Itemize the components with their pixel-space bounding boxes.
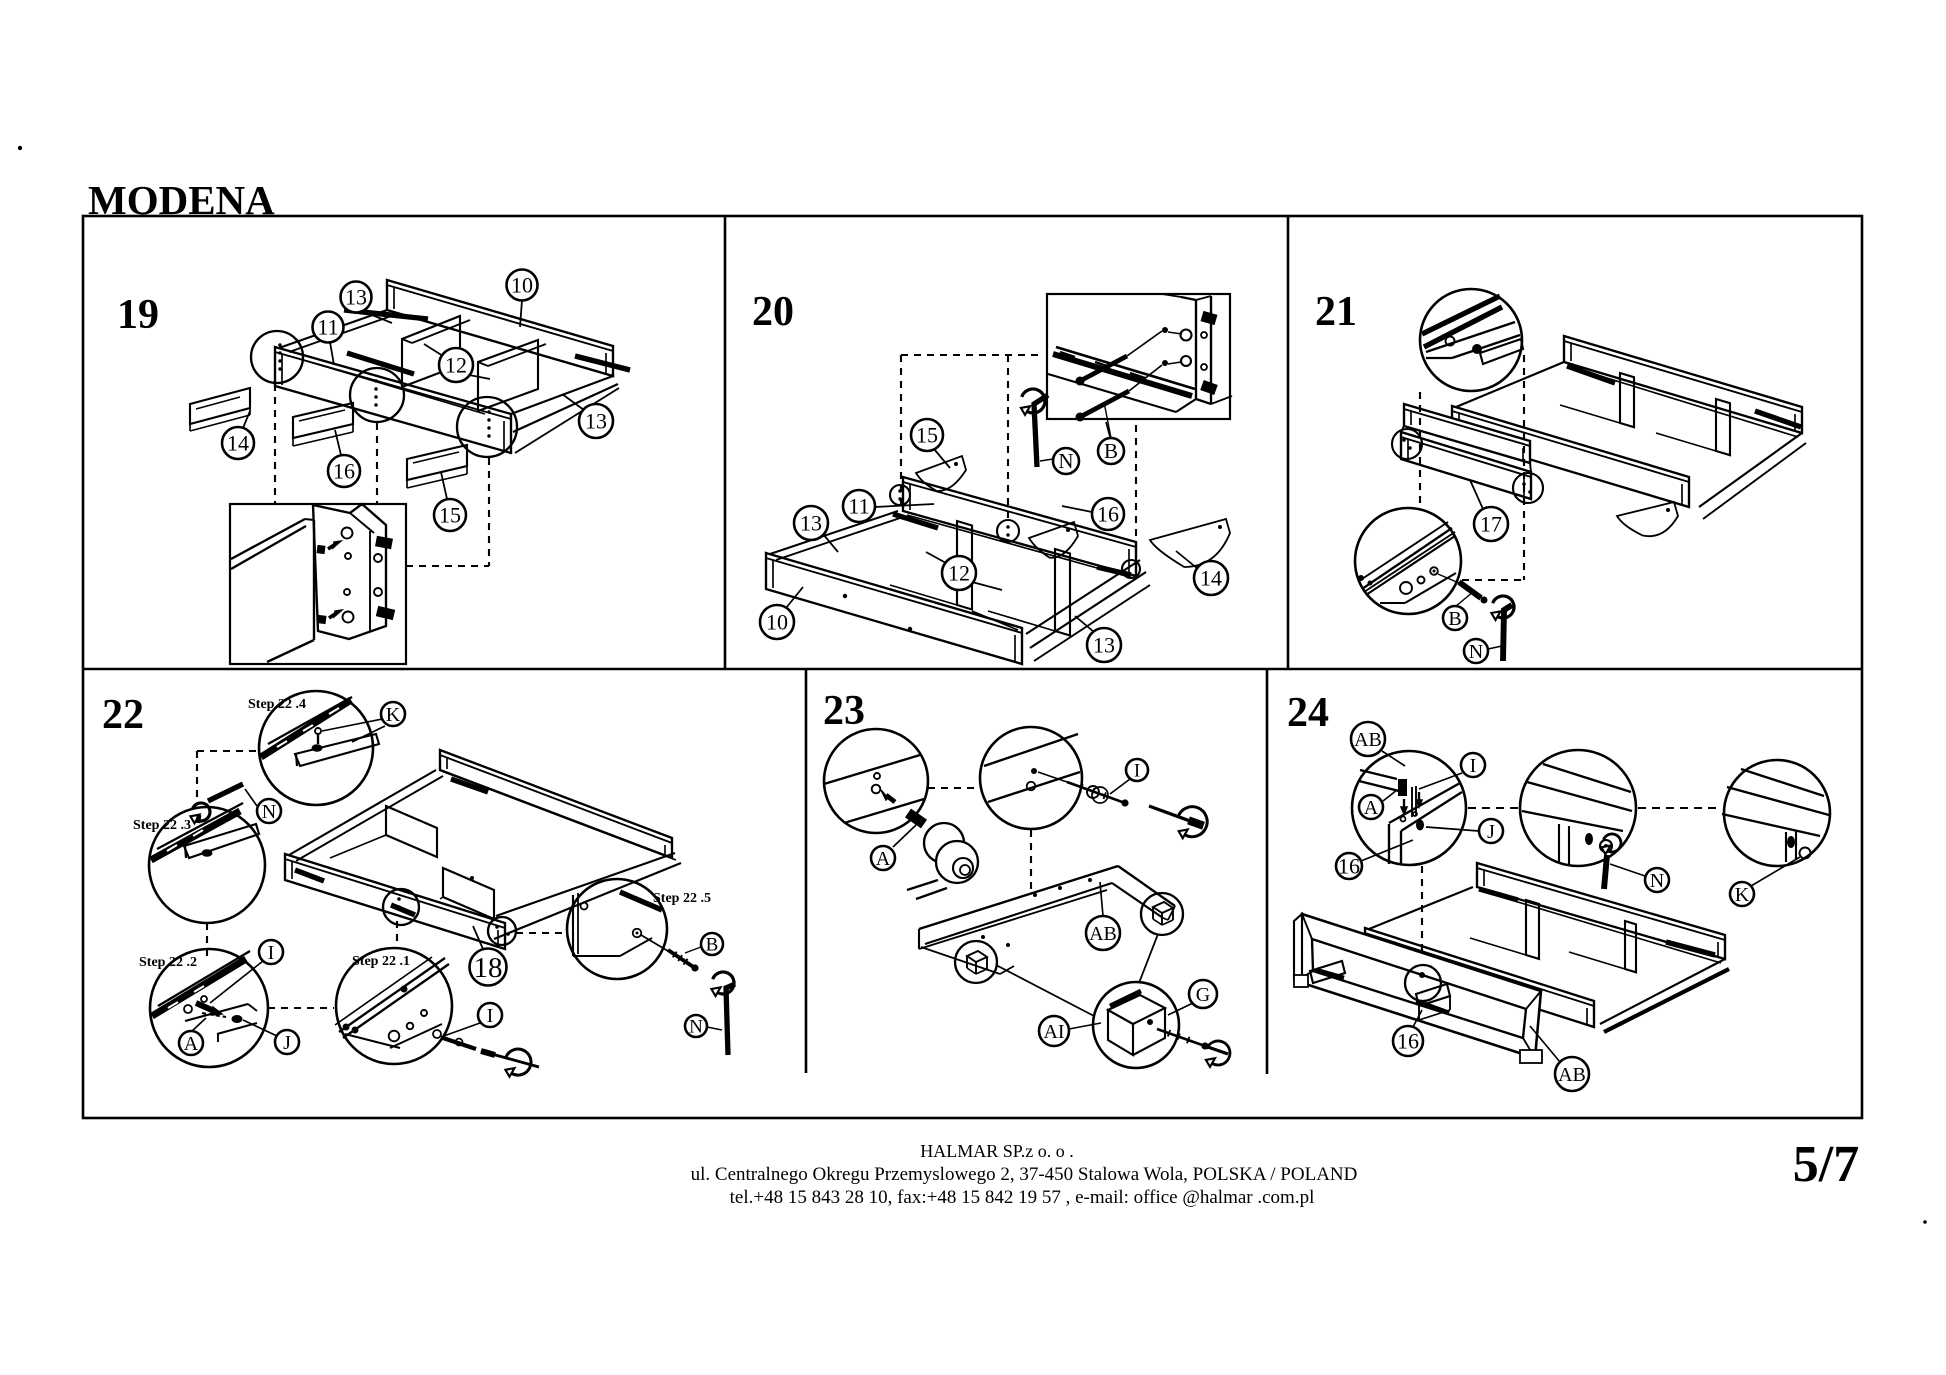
svg-text:I: I (268, 942, 275, 964)
svg-text:16: 16 (1397, 1029, 1419, 1054)
svg-text:N: N (1650, 870, 1664, 892)
svg-text:Step 22 .3: Step 22 .3 (133, 818, 191, 833)
svg-text:12: 12 (445, 353, 467, 378)
svg-text:10: 10 (511, 273, 533, 298)
svg-text:K: K (386, 704, 401, 726)
svg-text:19: 19 (117, 292, 159, 338)
svg-text:24: 24 (1287, 690, 1329, 736)
svg-text:Step 22 .5: Step 22 .5 (653, 891, 711, 906)
svg-text:ul. Centralnego Okregu Przemys: ul. Centralnego Okregu Przemyslowego 2, … (691, 1164, 1358, 1185)
svg-text:15: 15 (439, 503, 461, 528)
svg-text:Step 22 .2: Step 22 .2 (139, 955, 197, 970)
svg-text:18: 18 (474, 952, 503, 984)
svg-text:13: 13 (800, 511, 822, 536)
svg-text:B: B (706, 935, 719, 956)
svg-text:15: 15 (916, 423, 938, 448)
svg-text:I: I (1470, 755, 1477, 777)
svg-text:5/7: 5/7 (1793, 1136, 1859, 1193)
svg-text:11: 11 (317, 315, 338, 340)
svg-text:B: B (1104, 439, 1118, 463)
svg-text:13: 13 (345, 285, 367, 310)
svg-text:11: 11 (848, 494, 869, 519)
svg-text:A: A (876, 848, 891, 870)
svg-text:Step 22 .1: Step 22 .1 (352, 954, 410, 969)
svg-text:I: I (1134, 761, 1140, 782)
svg-text:16: 16 (1097, 502, 1119, 527)
svg-text:K: K (1735, 884, 1750, 906)
svg-text:22: 22 (102, 692, 144, 738)
svg-text:Step 22 .4: Step 22 .4 (248, 697, 306, 712)
svg-text:HALMAR SP.z o. o .: HALMAR SP.z o. o . (920, 1141, 1074, 1161)
svg-text:23: 23 (823, 688, 865, 734)
svg-text:N: N (1058, 449, 1073, 473)
svg-text:17: 17 (1480, 512, 1502, 537)
svg-text:14: 14 (227, 431, 249, 456)
svg-text:AB: AB (1089, 923, 1117, 945)
svg-text:J: J (1487, 821, 1495, 843)
svg-text:13: 13 (585, 409, 607, 434)
svg-text:12: 12 (948, 561, 970, 586)
svg-text:AI: AI (1043, 1021, 1064, 1043)
svg-text:N: N (689, 1017, 703, 1038)
svg-text:14: 14 (1200, 566, 1222, 591)
svg-text:16: 16 (333, 459, 355, 484)
svg-text:A: A (1364, 797, 1379, 819)
svg-text:20: 20 (752, 289, 794, 335)
svg-text:21: 21 (1315, 289, 1357, 335)
svg-text:10: 10 (766, 610, 788, 635)
svg-text:AB: AB (1354, 729, 1382, 751)
svg-text:I: I (487, 1005, 494, 1027)
svg-text:N: N (262, 801, 276, 823)
svg-text:J: J (283, 1032, 291, 1054)
svg-text:G: G (1196, 984, 1210, 1006)
svg-text:N: N (1469, 641, 1483, 663)
svg-text:tel.+48 15 843 28 10, fax:+48: tel.+48 15 843 28 10, fax:+48 15 842 19 … (730, 1187, 1315, 1208)
svg-text:B: B (1448, 608, 1461, 630)
svg-text:A: A (184, 1033, 199, 1055)
svg-text:AB: AB (1558, 1064, 1586, 1086)
svg-text:13: 13 (1093, 633, 1115, 658)
svg-text:16: 16 (1338, 854, 1360, 879)
